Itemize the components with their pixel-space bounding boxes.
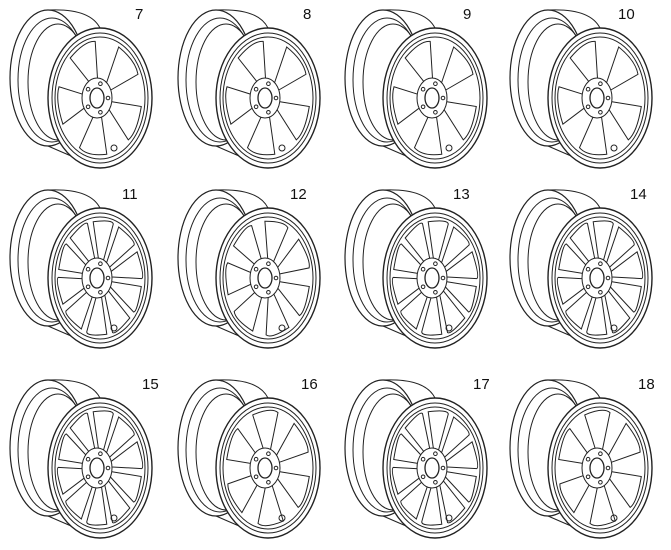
wheel-number-label: 10 xyxy=(618,6,635,23)
wheel-item: 14 xyxy=(500,180,668,360)
wheel-item: 18 xyxy=(500,370,668,550)
wheel-drawing xyxy=(344,9,488,169)
wheel-drawing xyxy=(9,9,153,169)
wheel-drawing xyxy=(177,189,321,349)
wheel-item: 8 xyxy=(168,0,336,180)
wheel-item: 15 xyxy=(0,370,168,550)
wheel-drawing xyxy=(9,379,153,539)
wheel-item: 9 xyxy=(335,0,503,180)
wheel-drawing xyxy=(509,9,653,169)
wheel-drawing xyxy=(177,379,321,539)
wheel-number-label: 9 xyxy=(463,6,472,23)
wheel-drawing xyxy=(509,189,653,349)
wheel-drawing xyxy=(344,379,488,539)
wheel-number-label: 8 xyxy=(303,6,312,23)
wheel-number-label: 14 xyxy=(630,186,647,203)
wheel-number-label: 17 xyxy=(473,376,490,393)
wheel-drawing xyxy=(344,189,488,349)
wheel-drawing xyxy=(9,189,153,349)
wheel-item: 11 xyxy=(0,180,168,360)
wheel-item: 16 xyxy=(168,370,336,550)
wheel-number-label: 18 xyxy=(638,376,655,393)
wheel-drawing xyxy=(509,379,653,539)
wheel-item: 13 xyxy=(335,180,503,360)
wheel-number-label: 16 xyxy=(301,376,318,393)
wheel-drawing xyxy=(177,9,321,169)
wheel-number-label: 12 xyxy=(290,186,307,203)
wheel-number-label: 15 xyxy=(142,376,159,393)
wheel-number-label: 11 xyxy=(122,186,138,203)
wheel-number-label: 7 xyxy=(135,6,144,23)
wheel-item: 7 xyxy=(0,0,168,180)
wheel-item: 10 xyxy=(500,0,668,180)
wheel-item: 17 xyxy=(335,370,503,550)
wheel-number-label: 13 xyxy=(453,186,470,203)
wheel-item: 12 xyxy=(168,180,336,360)
